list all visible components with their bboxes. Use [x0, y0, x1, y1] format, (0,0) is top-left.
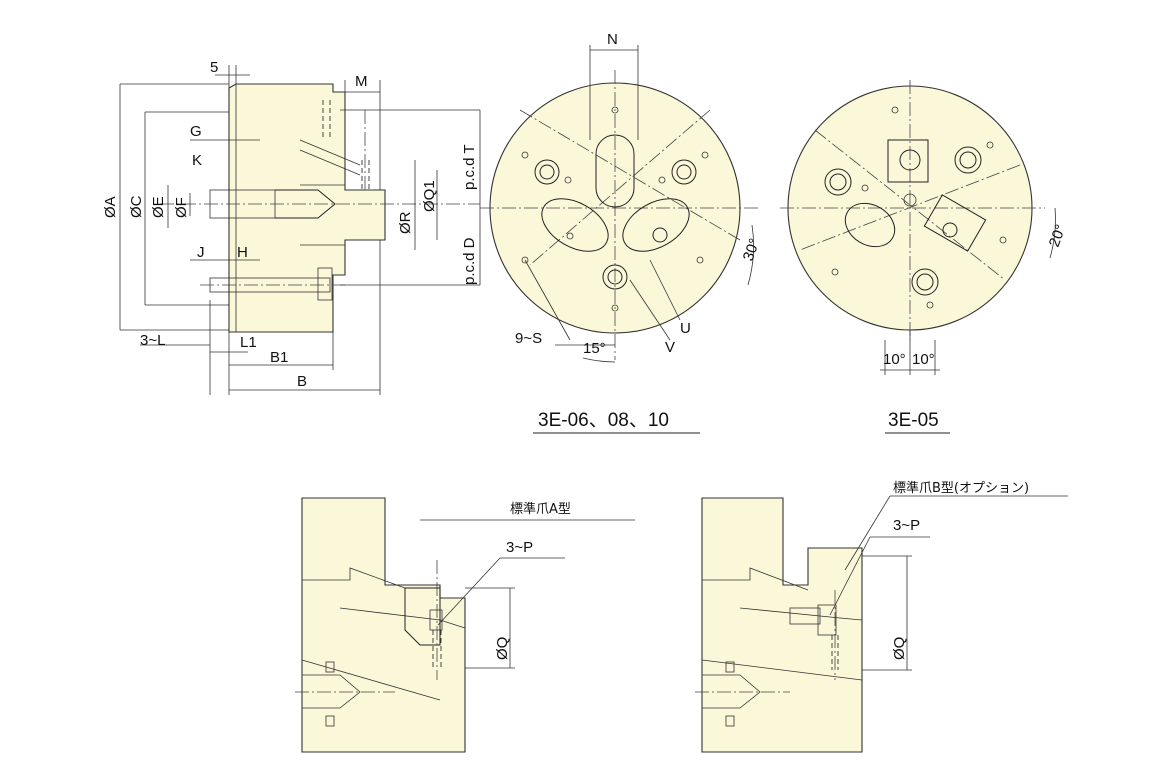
- front-view-a: N 9~S U V 15° 30° 3E-06、08、10: [480, 31, 764, 434]
- detail-b-title: 標準爪B型(オプション): [893, 480, 1029, 496]
- dim-B1: B1: [270, 349, 288, 366]
- front-view-b: 20° 10° 10° 3E-05: [780, 80, 1070, 434]
- label-10deg-right: 10°: [912, 351, 935, 368]
- dim-F: ØF: [173, 197, 190, 218]
- detail-a-Q: ØQ: [494, 637, 511, 660]
- detail-b: 標準爪B型(オプション) 3~P ØQ: [695, 480, 1068, 753]
- dim-pcd-T: p.c.d T: [461, 144, 478, 190]
- label-20deg: 20°: [1046, 222, 1070, 249]
- dim-A: ØA: [102, 196, 119, 218]
- detail-a: 標準爪A型 3~P ØQ: [295, 497, 635, 753]
- dim-pcd-D: p.c.d D: [461, 237, 478, 285]
- detail-a-P: 3~P: [506, 539, 533, 556]
- detail-b-Q: ØQ: [891, 637, 908, 660]
- dim-5: 5: [210, 59, 218, 76]
- label-9S: 9~S: [515, 330, 542, 347]
- dim-Q1: ØQ1: [421, 180, 438, 212]
- dim-3L: 3~L: [140, 332, 165, 349]
- detail-b-P: 3~P: [893, 517, 920, 534]
- label-10deg-left: 10°: [883, 351, 906, 368]
- detail-a-title: 標準爪A型: [510, 501, 571, 517]
- dim-G: G: [190, 123, 202, 140]
- dim-H: H: [237, 244, 248, 261]
- dim-K: K: [192, 152, 202, 169]
- dim-C: ØC: [128, 195, 145, 218]
- dim-L1: L1: [240, 334, 257, 351]
- label-30deg: 30°: [740, 236, 764, 263]
- label-U: U: [680, 320, 691, 337]
- dim-J: J: [197, 244, 205, 261]
- label-15deg: 15°: [583, 340, 606, 357]
- label-N: N: [607, 31, 618, 48]
- caption-3e-06-08-10: 3E-06、08、10: [538, 410, 669, 431]
- side-view: 5 M G K J H 3~L L1 B1 B ØA ØC ØE ØF ØQ1 …: [102, 59, 481, 395]
- dim-E: ØE: [150, 196, 167, 218]
- dim-M: M: [355, 73, 368, 90]
- caption-3e-05: 3E-05: [888, 410, 939, 431]
- dim-B: B: [297, 373, 307, 390]
- label-V: V: [665, 339, 675, 356]
- dim-R: ØR: [397, 211, 414, 234]
